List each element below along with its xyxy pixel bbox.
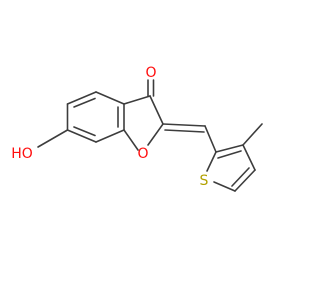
bond [242,123,263,146]
bond [215,144,244,153]
bond [231,167,250,187]
atom-label-ring-oxygen: O [137,146,148,162]
molecule-structure: O HO O S [11,65,263,192]
bond [149,95,164,125]
bond [162,123,206,127]
atom-label-ketone-oxygen: O [145,65,156,81]
atom-labels: O HO O S [11,65,208,189]
bond [123,95,151,105]
bond [234,169,256,192]
atom-label-sulfur: S [200,173,209,189]
bond [204,125,217,153]
bond [95,129,125,143]
bonds [37,79,263,192]
bond [123,129,139,151]
bond [217,150,242,159]
bond [73,126,96,137]
bond [242,144,256,171]
bond [213,181,236,192]
bond [73,97,96,108]
bond [147,123,164,146]
bond [37,129,69,148]
bond [95,91,125,105]
bond [66,129,97,143]
bond [164,129,205,133]
bond [66,91,97,105]
molecule-canvas: O HO O S [11,65,263,192]
atom-label-hydroxyl: HO [11,146,33,162]
bond [206,151,217,172]
